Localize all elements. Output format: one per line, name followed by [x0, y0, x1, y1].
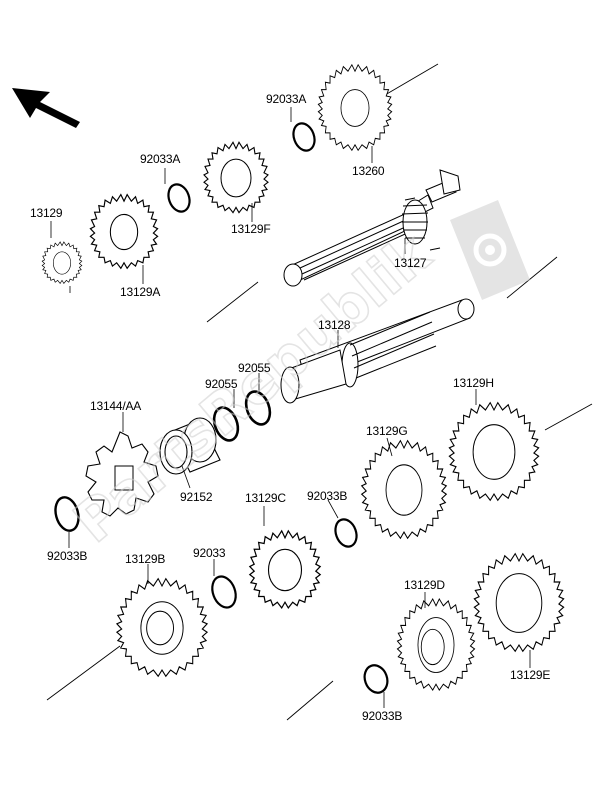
gear-13129E	[473, 553, 565, 652]
label-13129B: 13129B	[125, 552, 166, 566]
label-13144: 13144/AA	[90, 399, 142, 413]
label-13260: 13260	[352, 164, 385, 178]
oring-92055-right	[244, 390, 272, 426]
label-13129E: 13129E	[510, 668, 551, 682]
label-92033B-middle: 92033B	[307, 489, 348, 503]
gear-13129	[41, 241, 83, 284]
gear-13129A	[89, 193, 159, 269]
label-92033B-bottom: 92033B	[362, 709, 403, 723]
gear-13129G	[361, 440, 447, 539]
label-13127: 13127	[394, 256, 427, 270]
label-92033B-left: 92033B	[47, 549, 88, 563]
gear-13129B	[116, 578, 208, 677]
label-13129F: 13129F	[231, 222, 271, 236]
gear-13129H	[448, 402, 540, 501]
circlip-92033B-bottom	[363, 664, 389, 694]
label-92055-left: 92055	[205, 377, 238, 391]
watermark-text: PartsRepublik	[62, 221, 444, 556]
label-92055-right: 92055	[238, 361, 271, 375]
bushing-92152	[159, 417, 221, 475]
circlip-92033A-right	[292, 122, 316, 152]
circlip-92033A-left	[167, 183, 191, 213]
sprocket-13144	[85, 431, 159, 517]
leader-lines	[50, 107, 531, 708]
shaft-13127	[283, 169, 461, 287]
circlip-92033B-middle	[334, 518, 358, 548]
direction-arrow	[12, 88, 80, 128]
label-13129H: 13129H	[453, 376, 494, 390]
gear-13129C	[249, 530, 321, 609]
label-13129A: 13129A	[120, 285, 161, 299]
label-13128: 13128	[318, 318, 351, 332]
circlip-92033	[211, 575, 237, 609]
circlip-92033B-left	[54, 496, 80, 532]
axis-lines	[46, 63, 593, 721]
label-13129D: 13129D	[404, 578, 445, 592]
gear-13129D	[396, 598, 476, 691]
label-92152: 92152	[180, 490, 213, 504]
gear-13260	[317, 64, 393, 151]
oring-92055-left	[212, 406, 240, 442]
shaft-13128	[280, 298, 475, 404]
gear-13129F	[203, 141, 269, 214]
label-92033: 92033	[193, 546, 226, 560]
label-13129: 13129	[30, 206, 63, 220]
label-13129C: 13129C	[245, 491, 286, 505]
gear-icon	[450, 200, 530, 300]
label-92033A-right: 92033A	[266, 92, 307, 106]
label-13129G: 13129G	[366, 424, 408, 438]
label-92033A-left: 92033A	[140, 152, 181, 166]
